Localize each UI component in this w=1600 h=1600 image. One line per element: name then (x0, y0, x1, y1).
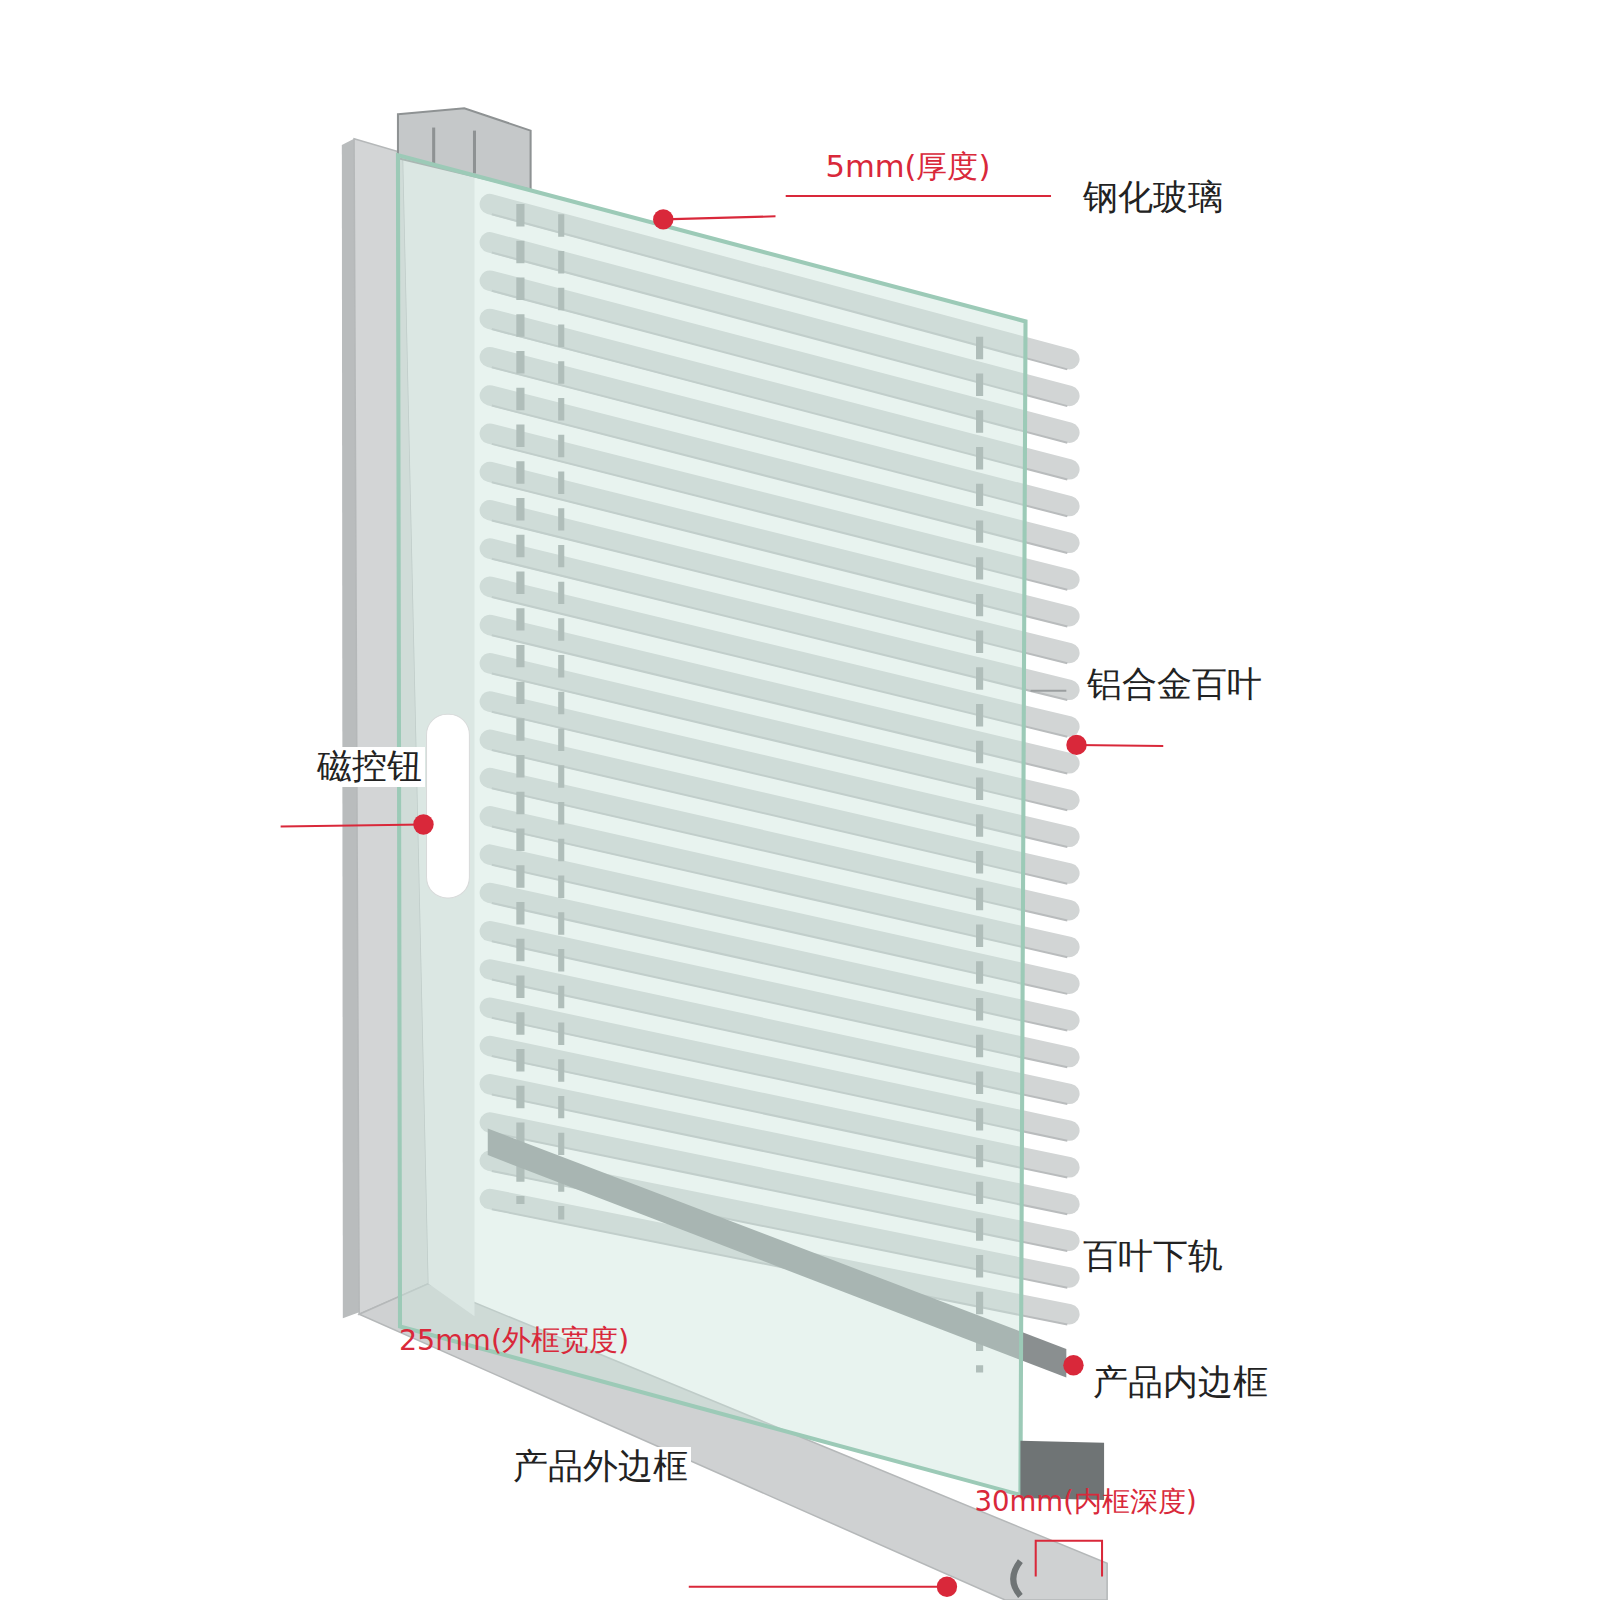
leader-line (281, 824, 424, 826)
leader-dot (1066, 735, 1086, 755)
frame-end (1013, 1561, 1020, 1596)
profile-rib (432, 128, 435, 166)
part-label: 铝合金百叶 (1084, 665, 1265, 705)
dimension-label: 5mm(厚度) (822, 149, 993, 184)
leader-line (663, 216, 775, 219)
dimension-bracket (1036, 1541, 1102, 1577)
part-label: 百叶下轨 (1080, 1237, 1226, 1277)
leaders (281, 196, 1164, 1597)
leader-dot (653, 209, 673, 229)
leader-line (786, 195, 1051, 197)
leader-dot (413, 814, 433, 834)
leader-dot (1063, 1355, 1083, 1375)
part-label: 产品内边框 (1090, 1363, 1271, 1403)
leader-dot (937, 1577, 957, 1597)
part-label: 磁控钮 (314, 747, 425, 787)
leader-line (689, 1586, 947, 1588)
tempered-glass (398, 155, 1026, 1495)
part-label: 产品外边框 (510, 1447, 691, 1487)
magnetic-knob (427, 714, 470, 898)
profile-rib (473, 131, 476, 174)
part-label: 钢化玻璃 (1080, 178, 1226, 218)
outer-frame (342, 108, 1107, 1600)
leader-line (1031, 690, 1067, 692)
dimension-label: 25mm(外框宽度) (396, 1324, 632, 1357)
leader-line (1077, 745, 1164, 746)
dimension-label: 30mm(内框深度) (971, 1486, 1199, 1518)
